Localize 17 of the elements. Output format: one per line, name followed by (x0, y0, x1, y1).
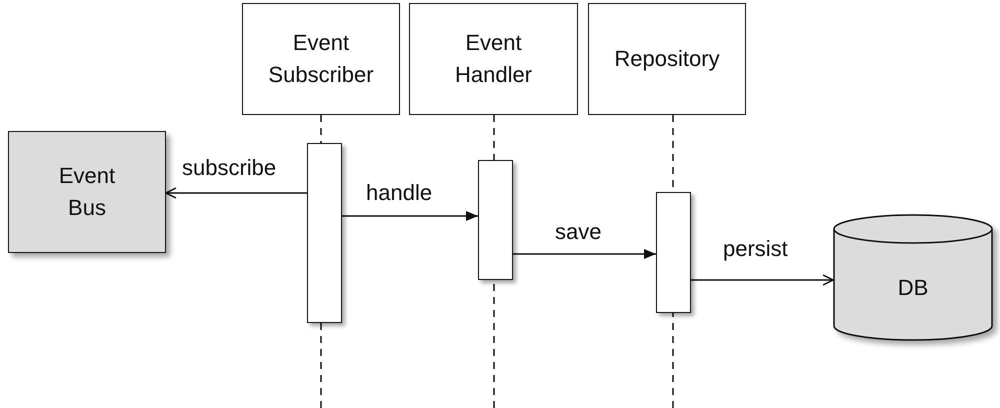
activation-bar (478, 160, 513, 280)
lifeline-header-box (588, 3, 746, 115)
activation-bar (307, 143, 342, 323)
arrow (513, 249, 656, 259)
participant-box (8, 131, 166, 253)
node-label: DB (898, 274, 928, 302)
lifeline-header-box (242, 3, 400, 115)
arrow (165, 187, 307, 199)
arrow (342, 211, 478, 221)
node-label: Event Bus (58, 162, 116, 222)
node-label: Event Subscriber (267, 29, 375, 89)
database-cylinder (833, 215, 993, 340)
lifeline-header-box (409, 3, 578, 115)
activation-bar (656, 192, 691, 313)
node-label: Event Handler (454, 29, 534, 89)
arrow (691, 274, 834, 286)
node-label: Repository (614, 45, 720, 74)
